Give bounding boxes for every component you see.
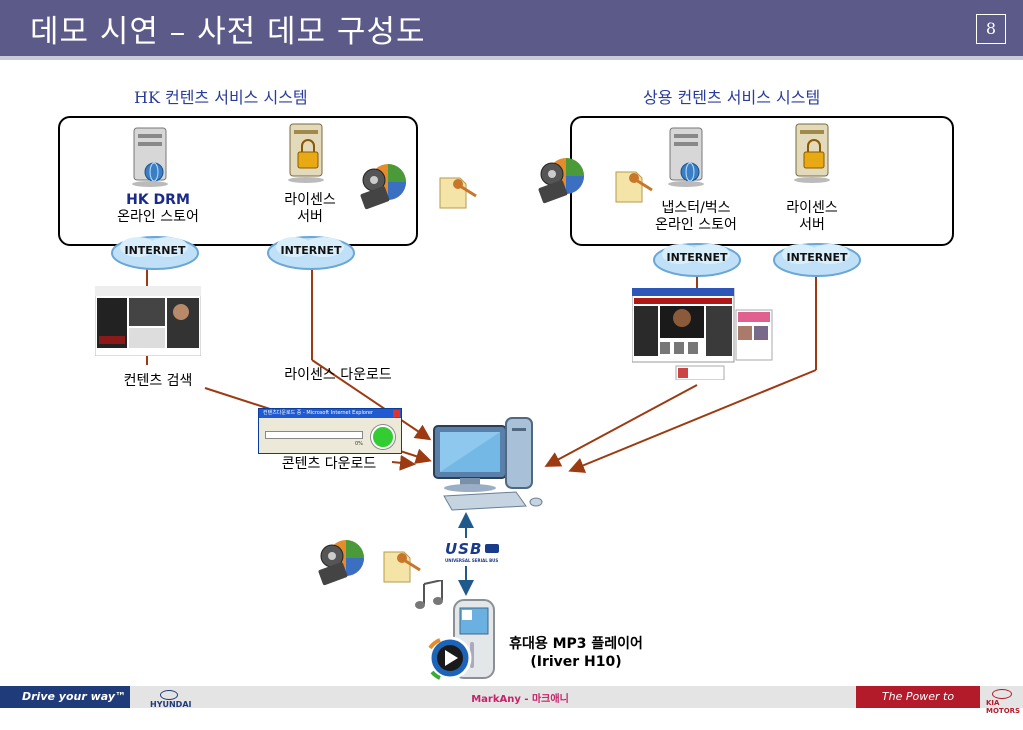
page-number: 8 [976,14,1006,44]
hk-store-label-1: HK DRM [126,192,190,208]
hk-system-title: HK 컨텐츠 서비스 시스템 [134,88,308,107]
server-icon [132,127,168,187]
usb-logo: USB UNIVERSAL SERIAL BUS [445,540,505,566]
license-download-label: 라이센스 다운로드 [284,367,392,383]
store-screenshot [632,288,773,380]
commercial-license-label-1: 라이센스 [786,200,838,216]
progress-bar [265,431,363,439]
desktop-computer-icon [433,417,543,511]
license-key-icon [383,551,421,583]
internet-label: INTERNET [786,251,848,264]
slide-title: 데모 시연 – 사전 데모 구성도 [30,14,426,50]
media-player-icon [318,540,364,586]
internet-label: INTERNET [124,244,186,257]
commercial-store-label-1: 냅스터/벅스 [661,200,731,216]
music-note-icon [415,580,443,609]
kia-logo: KIA MOTORS [986,689,1023,715]
server-icon [668,127,704,187]
hyundai-wordmark: HYUNDAI [150,700,192,709]
kia-emblem-icon [992,689,1012,699]
footer-company: MarkAny - 마크애니 [471,694,569,705]
hyundai-logo: HYUNDAI [150,690,192,709]
header-divider [0,56,1023,60]
dialog-titlebar: 컨텐츠다운로드 중 - Microsoft Internet Explorer [259,409,401,418]
media-player-icon [360,164,406,210]
dialog-title: 컨텐츠다운로드 중 - Microsoft Internet Explorer [263,410,373,416]
usb-plug-icon [485,544,499,553]
media-player-icon [538,158,584,204]
download-dialog: 컨텐츠다운로드 중 - Microsoft Internet Explorer … [258,408,402,454]
store-screenshot [95,286,201,356]
license-server-icon [794,123,830,183]
mp3-player-label-2: (Iriver H10) [530,654,622,670]
footer-slogan-right: The Power to Surprise™ [856,686,980,725]
progress-percent: 0% [355,441,363,447]
internet-cloud: INTERNET [652,240,742,280]
commercial-license-label-2: 서버 [799,217,825,233]
hk-license-label-1: 라이센스 [284,192,336,208]
internet-cloud: INTERNET [110,233,200,273]
hk-system-box [58,116,418,246]
hyundai-emblem-icon [160,690,178,700]
license-server-icon [288,123,324,183]
close-icon[interactable] [393,410,400,417]
commercial-store-label-2: 온라인 스토어 [655,217,737,233]
internet-label: INTERNET [280,244,342,257]
mp3-player-icon [428,599,495,680]
kia-wordmark: KIA MOTORS [986,699,1021,715]
license-key-icon [439,177,477,209]
mp3-player-label-1: 휴대용 MP3 플레이어 [509,636,643,652]
progress-spinner-icon [371,425,395,449]
hk-store-label-2: 온라인 스토어 [117,209,199,225]
content-search-label: 컨텐츠 검색 [123,373,193,389]
commercial-system-title: 상용 컨텐츠 서비스 시스템 [643,88,821,107]
title-bar: 데모 시연 – 사전 데모 구성도 8 [0,0,1023,56]
footer-bar: Drive your way™ HYUNDAI MarkAny - 마크애니 T… [0,686,1023,725]
license-key-icon [615,171,653,203]
internet-label: INTERNET [666,251,728,264]
footer-slogan-left: Drive your way™ [0,686,130,708]
internet-cloud: INTERNET [266,233,356,273]
hk-license-label-2: 서버 [297,209,323,225]
usb-subtitle: UNIVERSAL SERIAL BUS [445,558,499,563]
usb-label: USB [445,540,483,558]
content-download-label: 콘텐츠 다운로드 [281,456,377,472]
internet-cloud: INTERNET [772,240,862,280]
